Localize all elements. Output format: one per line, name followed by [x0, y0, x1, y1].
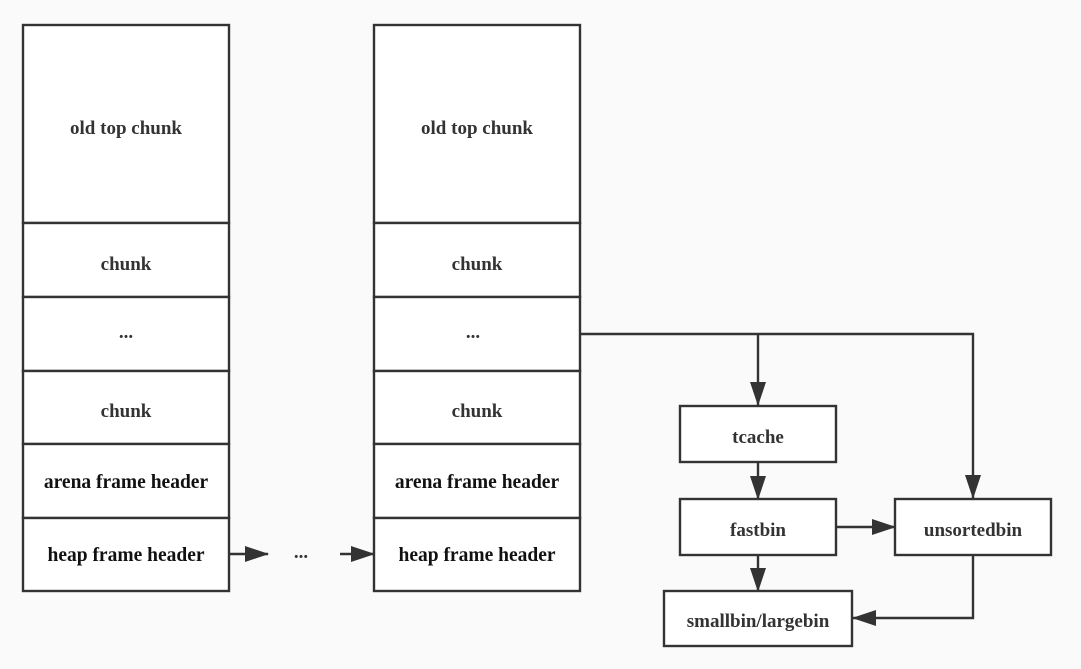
right-old-top-chunk-box [372, 23, 582, 225]
left-chunk-2-box [21, 369, 231, 446]
right-heap-frame-header-box [372, 516, 582, 593]
smallbin-largebin-label: smallbin/largebin [687, 611, 830, 632]
stack-connector: ... [229, 542, 375, 563]
ellipsis-to-unsortedbin-edge [580, 332, 981, 499]
right-old-top-chunk-label: old top chunk [421, 118, 533, 139]
left-old-top-chunk-label: old top chunk [70, 118, 182, 139]
right-heap-stack: old top chunk chunk ... chunk arena fram… [372, 23, 582, 593]
left-chunk-1-label: chunk [101, 254, 152, 275]
left-chunk-1-box [21, 221, 231, 299]
left-ellipsis-label: ... [119, 322, 133, 343]
right-heap-frame-header-label: heap frame header [398, 545, 555, 566]
right-chunk-1-label: chunk [452, 254, 503, 275]
middle-ellipsis-label: ... [294, 542, 308, 563]
left-heap-frame-header-box [21, 516, 231, 593]
bin-edges [580, 332, 981, 626]
tcache-box [678, 404, 838, 464]
right-arena-frame-header-label: arena frame header [395, 472, 560, 493]
right-ellipsis-label: ... [466, 322, 480, 343]
unsortedbin-box [893, 497, 1053, 557]
bins: tcache fastbin unsortedbin smallbin/larg… [662, 404, 1053, 648]
right-arena-frame-header-box [372, 442, 582, 520]
left-heap-stack: old top chunk chunk ... chunk arena fram… [21, 23, 231, 593]
smallbin-largebin-box [662, 589, 854, 648]
left-old-top-chunk-box [21, 23, 231, 225]
fastbin-box [678, 497, 838, 557]
tcache-label: tcache [732, 427, 784, 448]
left-heap-frame-header-label: heap frame header [47, 545, 204, 566]
left-arena-frame-header-label: arena frame header [44, 472, 209, 493]
unsortedbin-to-smallbin-edge [852, 555, 975, 626]
left-chunk-2-label: chunk [101, 401, 152, 422]
unsortedbin-label: unsortedbin [924, 520, 1023, 541]
fastbin-label: fastbin [730, 520, 786, 541]
right-chunk-2-label: chunk [452, 401, 503, 422]
